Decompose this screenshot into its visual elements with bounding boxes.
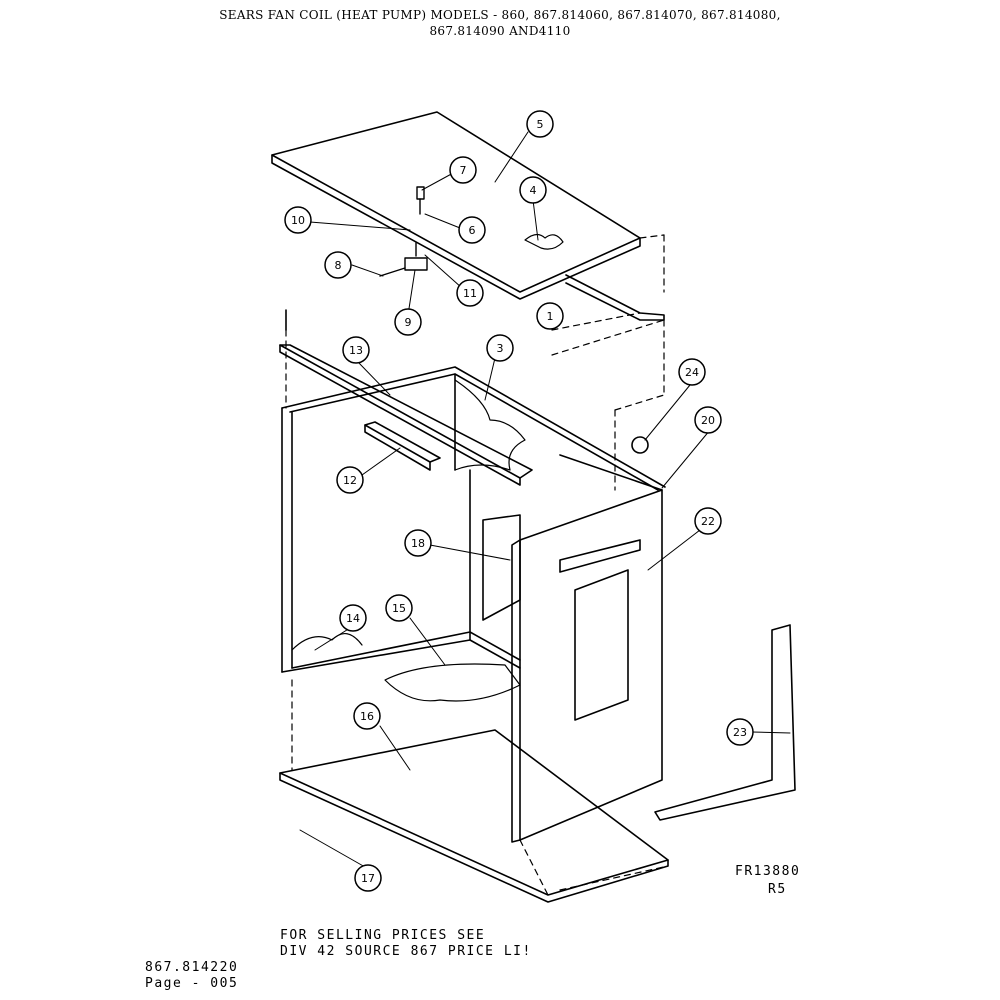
part-number: 6 [469, 224, 476, 237]
front-panel [511, 454, 663, 843]
leader-lines [299, 131, 791, 868]
callout-22: 22 [694, 507, 722, 535]
part-number: 15 [392, 602, 406, 615]
hinge-hardware [379, 186, 428, 277]
callout-11: 11 [456, 279, 484, 307]
callout-10: 10 [284, 206, 312, 234]
callout-4: 4 [519, 176, 547, 204]
callout-9: 9 [394, 308, 422, 336]
callout-7: 7 [449, 156, 477, 184]
part-number: 13 [349, 344, 363, 357]
side-channel [654, 624, 796, 821]
cabinet-frame [281, 366, 666, 673]
part-number: 12 [343, 474, 357, 487]
revision-code: R5 [768, 882, 787, 897]
diagram-title: SEARS FAN COIL (HEAT PUMP) MODELS - 860,… [219, 8, 781, 22]
part-number: 7 [460, 164, 467, 177]
part-number: 16 [360, 710, 374, 723]
footer-model-number: 867.814220 [145, 960, 239, 975]
rear-panel [454, 379, 526, 471]
inner-side-panel [482, 514, 521, 621]
callout-8: 8 [324, 251, 352, 279]
footer-page-number: Page - 005 [145, 976, 239, 991]
part-number: 11 [463, 287, 477, 300]
part-number: 22 [701, 515, 715, 528]
callout-1: 1 [536, 302, 564, 330]
part-number: 5 [537, 118, 544, 131]
callout-12: 12 [336, 466, 364, 494]
notice-line-2: DIV 42 SOURCE 867 PRICE LI! [280, 944, 532, 959]
part-number: 14 [346, 612, 360, 625]
assembly-lines [285, 234, 669, 896]
front-top-rail [279, 309, 533, 486]
left-panel-cutout [291, 633, 363, 651]
part-number: 1 [547, 310, 554, 323]
part-number: 9 [405, 316, 412, 329]
part-number: 20 [701, 414, 715, 427]
reference-code: FR13880 [735, 864, 801, 879]
callout-6: 6 [458, 216, 486, 244]
part-number: 3 [497, 342, 504, 355]
part-number: 10 [291, 214, 305, 227]
callout-23: 23 [726, 718, 754, 746]
part-number: 23 [733, 726, 747, 739]
callout-14: 14 [339, 604, 367, 632]
part-number: 24 [685, 366, 699, 379]
bottom-panel [279, 729, 669, 903]
callout-24: 24 [678, 358, 706, 386]
callout-18: 18 [404, 529, 432, 557]
callout-13: 13 [342, 336, 370, 364]
part-number: 18 [411, 537, 425, 550]
drain-pan [384, 663, 521, 702]
knob-part [631, 436, 649, 454]
part-number: 8 [335, 259, 342, 272]
part-number: 4 [530, 184, 537, 197]
rear-rail [565, 274, 665, 321]
callout-15: 15 [385, 594, 413, 622]
callout-3: 3 [486, 334, 514, 362]
callout-17: 17 [354, 864, 382, 892]
callout-20: 20 [694, 406, 722, 434]
part-number: 17 [361, 872, 375, 885]
diagram-title-continued: 867.814090 AND4110 [429, 24, 571, 38]
notice-line-1: FOR SELLING PRICES SEE [280, 928, 486, 943]
support-bracket [364, 421, 441, 471]
callout-5: 5 [526, 110, 554, 138]
callout-16: 16 [353, 702, 381, 730]
